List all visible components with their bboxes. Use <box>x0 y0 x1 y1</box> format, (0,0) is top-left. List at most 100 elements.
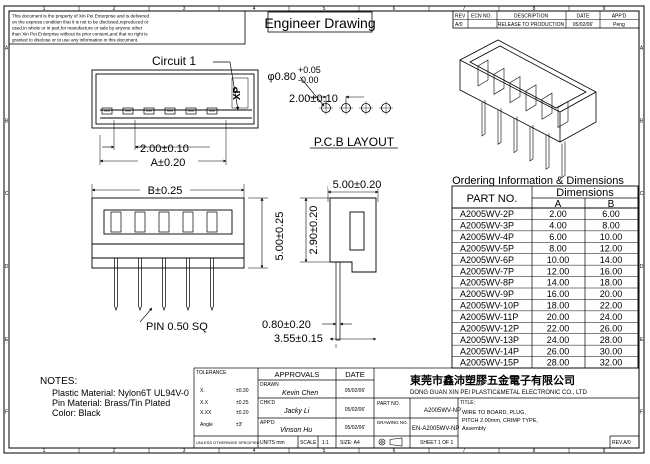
side-height-dimension: 2.90±0.20 <box>308 206 320 255</box>
circuit-label: Circuit 1 <box>152 54 196 68</box>
zone-column-label: 2 <box>113 6 116 12</box>
part-number-cell: A2005WV-10P <box>460 301 519 311</box>
dimension-b-cell: 28.00 <box>600 335 623 345</box>
rev-header: REV <box>455 14 466 20</box>
part-no-label: PART NO. <box>377 401 400 407</box>
zone-row-label: C <box>5 191 9 197</box>
zone-row-label: A <box>640 45 644 51</box>
iso-rib <box>557 100 569 129</box>
pcb-layout <box>299 76 398 149</box>
pitch-dimension: 2.00±0.10 <box>140 143 189 155</box>
dimension-a-cell: 2.00 <box>549 209 567 219</box>
scale-label: SCALE <box>300 440 317 446</box>
title-frame <box>267 11 373 33</box>
drawn-label: DRAWN <box>260 382 279 388</box>
top-view <box>91 61 259 165</box>
part-number-cell: A2005WV-9P <box>460 289 514 299</box>
zone-column-label: 4 <box>253 6 256 12</box>
iso-pin <box>481 100 486 137</box>
iso-pin <box>529 124 534 162</box>
front-pin-lead <box>114 258 118 311</box>
col-b-header: B <box>608 199 615 210</box>
iso-pin <box>545 133 550 170</box>
rev-value: A/0 <box>455 22 463 28</box>
b-dimension: B±0.25 <box>148 185 183 197</box>
front-pin-lead <box>162 258 166 311</box>
dimension-a-cell: 22.00 <box>547 323 570 333</box>
pin-size-label: PIN 0.50 SQ <box>146 321 208 333</box>
disclaimer-line: This document is the property of Xin Pei… <box>12 14 150 19</box>
front-pin-housing <box>158 211 170 233</box>
zone-row-label: F <box>640 410 643 416</box>
part-no-header: PART NO. <box>467 193 518 205</box>
zone-column-label: 6 <box>393 6 396 12</box>
front-view <box>91 184 268 323</box>
dimension-a-cell: 20.00 <box>547 312 570 322</box>
top-pin-socket <box>143 107 155 115</box>
zone-row-label: D <box>5 264 9 270</box>
part-number-cell: A2005WV-14P <box>460 346 519 356</box>
tol-xxx: X.XX <box>200 410 212 416</box>
pcb-pitch: 2.00±0.10 <box>289 93 338 105</box>
tol-angle-value: ±3' <box>236 422 243 428</box>
part-number-cell: A2005WV-5P <box>460 243 514 253</box>
disclaimer-line: on the express condition that it is not … <box>12 20 149 25</box>
zone-column-label: 1 <box>43 6 46 12</box>
note-line: Color: Black <box>52 408 101 418</box>
notes-heading: NOTES: <box>40 376 77 387</box>
note-line: Plastic Material: Nylon6T UL94V-0 <box>52 388 189 398</box>
zone-column-label: 9 <box>603 448 606 454</box>
tolerance-label: TOLERANCE <box>196 370 227 376</box>
front-pin-lead <box>138 258 142 311</box>
title-label: TITLE: <box>460 400 475 406</box>
side-width-dimension: 5.00±0.20 <box>333 179 382 191</box>
tol-xx: X.X <box>200 400 209 406</box>
iso-pin <box>561 141 566 179</box>
col-a-header: A <box>555 199 562 210</box>
zone-row-label: A <box>5 45 9 51</box>
notes: NOTES: Plastic Material: Nylon6T UL94V-0… <box>40 376 189 418</box>
zone-row-label: B <box>640 118 644 124</box>
part-number-cell: A2005WV-12P <box>460 323 519 333</box>
zone-column-label: 5 <box>323 448 326 454</box>
checked-label: CHK'D <box>260 400 276 406</box>
zone-column-label: 3 <box>183 448 186 454</box>
iso-ribs <box>477 59 569 129</box>
drawing-title: Engineer Drawing <box>264 15 375 31</box>
front-height-dimension: 5.00±0.25 <box>274 212 286 261</box>
title-line: WIRE TO BOARD, PLUG, <box>462 410 526 416</box>
dimension-b-cell: 12.00 <box>600 243 623 253</box>
zone-column-label: 1 <box>43 448 46 454</box>
part-number-cell: A2005WV-6P <box>460 255 514 265</box>
dimension-a-cell: 16.00 <box>547 289 570 299</box>
front-pin-housing <box>206 211 218 233</box>
tol-x-value: ±0.30 <box>236 388 249 394</box>
top-pin-socket <box>185 107 197 115</box>
dimension-a-cell: 24.00 <box>547 335 570 345</box>
tol-xxx-value: ±0.20 <box>236 410 249 416</box>
iso-pins <box>481 100 566 179</box>
zone-column-label: 8 <box>533 6 536 12</box>
zone-row-label: E <box>640 337 644 343</box>
dimension-b-cell: 8.00 <box>602 221 620 231</box>
front-pin-housing <box>134 211 146 233</box>
zone-row-label: B <box>5 118 9 124</box>
drawing-no-label: DRAWING NO. <box>377 420 408 425</box>
top-pin-socket <box>122 107 134 115</box>
dimension-b-cell: 24.00 <box>600 312 623 322</box>
dimension-b-cell: 6.00 <box>602 209 620 219</box>
iso-rib <box>509 76 521 104</box>
a-dimension: A±0.20 <box>151 157 186 169</box>
unless-specified: UNLESS OTHERWISE SPECIFIED <box>196 440 260 445</box>
dimension-b-cell: 18.00 <box>600 278 623 288</box>
front-pin-housing <box>182 211 194 233</box>
zone-column-label: 2 <box>113 448 116 454</box>
dimension-b-cell: 22.00 <box>600 301 623 311</box>
hole-tolerance-plus: +0.05 <box>298 65 321 75</box>
dimension-b-cell: 26.00 <box>600 323 623 333</box>
top-pin-socket <box>206 107 218 115</box>
dimension-a-cell: 4.00 <box>549 221 567 231</box>
disclaimer-box: This document is the property of Xin Pei… <box>8 10 246 45</box>
